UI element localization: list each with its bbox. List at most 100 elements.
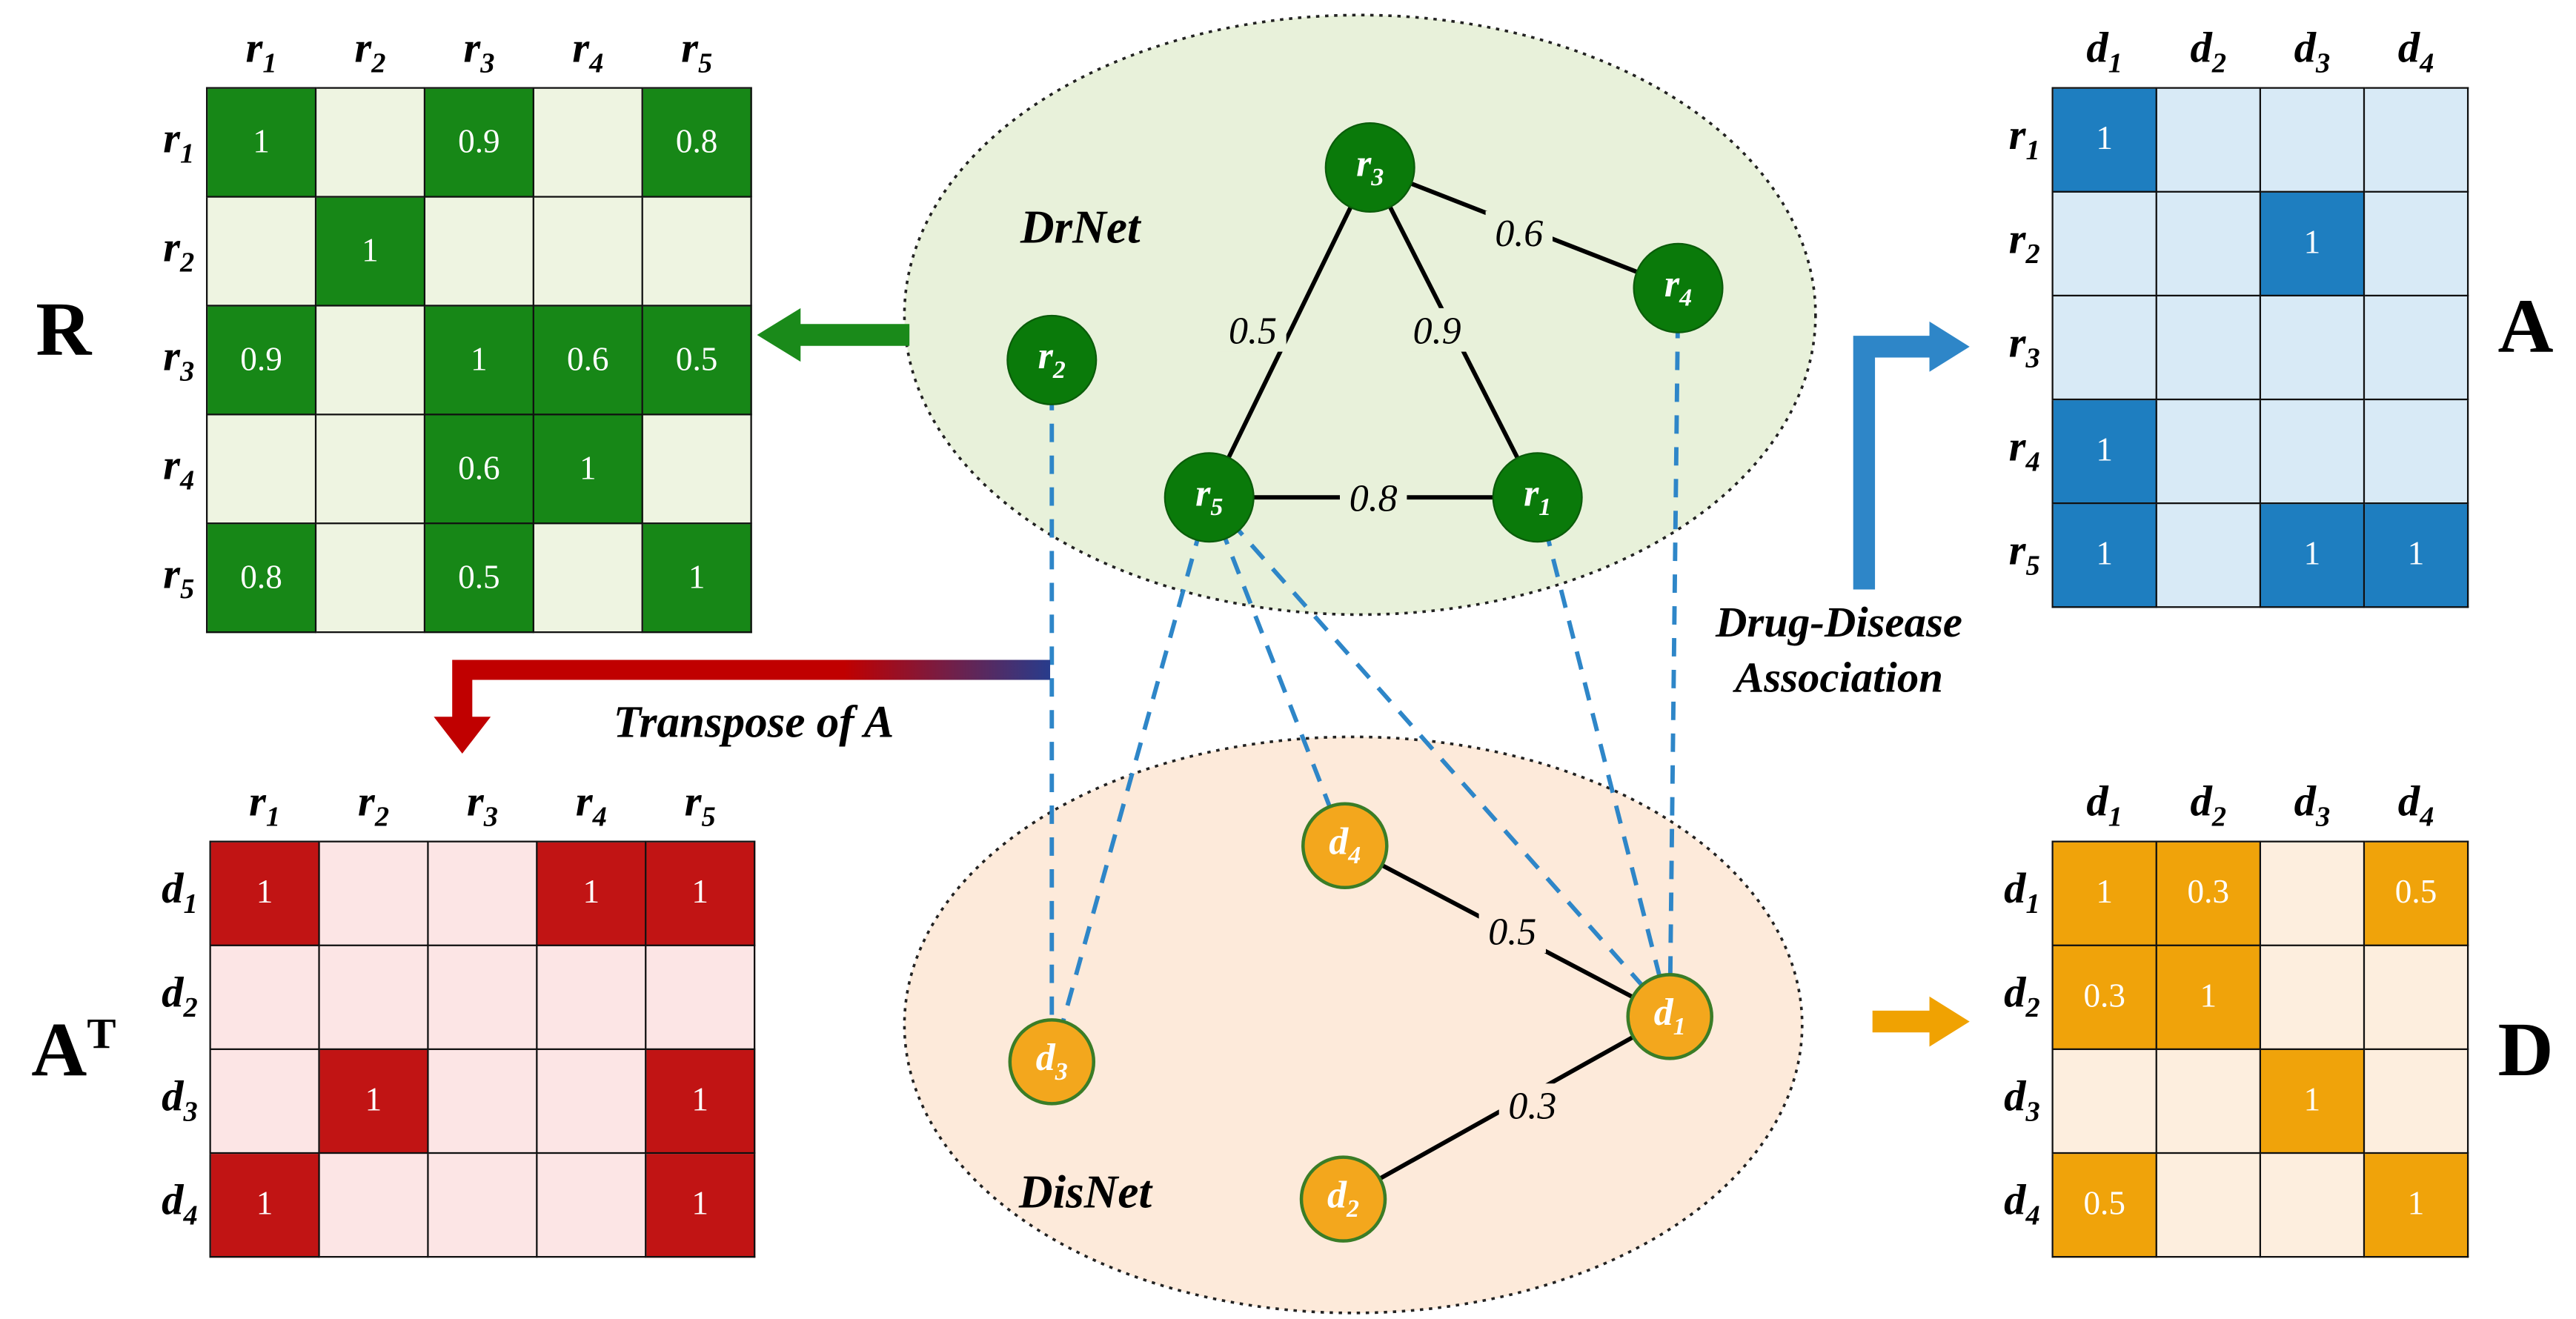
row-header-r5: r5 bbox=[163, 549, 195, 605]
cell-D-d2-d2: 1 bbox=[2155, 944, 2261, 1051]
row-header-r4: r4 bbox=[2008, 422, 2040, 479]
col-header-r5: r5 bbox=[684, 777, 716, 833]
disnet-ellipse bbox=[903, 735, 1804, 1315]
transpose-caption: Transpose of A bbox=[613, 697, 894, 747]
cell-R-r1-r4 bbox=[532, 87, 643, 198]
cell-A-r3-d3 bbox=[2259, 294, 2366, 401]
cell-A-r2-d4 bbox=[2363, 190, 2469, 297]
matrix-corner bbox=[1963, 771, 2053, 842]
matrix-A-symbol-text: A bbox=[2497, 282, 2554, 369]
col-header-d3: d3 bbox=[2294, 777, 2331, 833]
cell-AT-d3-r2: 1 bbox=[318, 1048, 429, 1154]
edge-weight-backdrop bbox=[1498, 1083, 1567, 1127]
node-d2: d2 bbox=[1299, 1155, 1387, 1243]
edge-weight-d4-d1: 0.5 bbox=[1488, 911, 1536, 954]
cell-D-d2-d1: 0.3 bbox=[2051, 944, 2157, 1051]
col-header-d4: d4 bbox=[2397, 23, 2434, 79]
row-header-r2: r2 bbox=[163, 222, 195, 279]
cell-A-r3-d2 bbox=[2155, 294, 2261, 401]
matrix-A-transpose-symbol: AT bbox=[4, 1005, 145, 1094]
col-header-d4: d4 bbox=[2397, 777, 2434, 833]
cell-D-d4-d4: 1 bbox=[2363, 1152, 2469, 1258]
node-r3: r3 bbox=[1324, 122, 1415, 213]
drnet-label: DrNet bbox=[1020, 202, 1141, 255]
cell-D-d3-d1 bbox=[2051, 1048, 2157, 1154]
col-header-r1: r1 bbox=[249, 777, 281, 833]
cell-D-d4-d2 bbox=[2155, 1152, 2261, 1258]
cell-A-r4-d4 bbox=[2363, 398, 2469, 505]
cell-D-d3-d4 bbox=[2363, 1048, 2469, 1154]
cell-R-r3-r2 bbox=[314, 305, 426, 416]
association-r1-d1 bbox=[1535, 496, 1673, 1017]
arrow-transpose-shaft bbox=[452, 660, 1051, 724]
cell-AT-d4-r2 bbox=[318, 1152, 429, 1258]
node-label-r5: r5 bbox=[1195, 471, 1224, 522]
arrow-transpose bbox=[434, 660, 1051, 754]
cell-R-r1-r1: 1 bbox=[205, 87, 317, 198]
cell-R-r4-r3: 0.6 bbox=[423, 413, 534, 525]
col-header-r5: r5 bbox=[681, 23, 713, 79]
cell-D-d3-d2 bbox=[2155, 1048, 2261, 1154]
arrow-to-matrix-A bbox=[1853, 321, 1970, 590]
node-label-d2: d2 bbox=[1327, 1173, 1359, 1223]
association-r5-d1 bbox=[1207, 496, 1672, 1018]
col-header-d2: d2 bbox=[2190, 777, 2227, 833]
cell-A-r2-d1 bbox=[2051, 190, 2157, 297]
cell-D-d4-d1: 0.5 bbox=[2051, 1152, 2157, 1258]
edge-weight-backdrop bbox=[1340, 475, 1407, 519]
cell-A-r3-d4 bbox=[2363, 294, 2469, 401]
edge-weight-backdrop bbox=[1219, 308, 1287, 352]
cell-R-r3-r3: 1 bbox=[423, 305, 534, 416]
cell-A-r1-d3 bbox=[2259, 87, 2366, 193]
row-header-r3: r3 bbox=[163, 331, 195, 388]
cell-A-r4-d2 bbox=[2155, 398, 2261, 505]
cell-R-r5-r2 bbox=[314, 522, 426, 634]
col-header-r3: r3 bbox=[466, 777, 498, 833]
cell-AT-d3-r4 bbox=[536, 1048, 647, 1154]
col-header-r4: r4 bbox=[572, 23, 604, 79]
cell-A-r2-d2 bbox=[2155, 190, 2261, 297]
col-header-d2: d2 bbox=[2190, 23, 2227, 79]
matrix-corner bbox=[1963, 17, 2053, 88]
cell-A-r4-d1: 1 bbox=[2051, 398, 2157, 505]
node-label-r3: r3 bbox=[1356, 142, 1384, 192]
cell-AT-d4-r4 bbox=[536, 1152, 647, 1258]
cell-AT-d2-r2 bbox=[318, 944, 429, 1051]
matrix-R-symbol-text: R bbox=[36, 286, 92, 372]
edge-weight-d1-d2: 0.3 bbox=[1508, 1086, 1556, 1128]
cell-AT-d3-r3 bbox=[427, 1048, 538, 1154]
cell-R-r2-r4 bbox=[532, 196, 643, 307]
association-caption-line2: Association bbox=[1735, 653, 1943, 702]
cell-D-d1-d3 bbox=[2259, 840, 2366, 946]
cell-A-r1-d2 bbox=[2155, 87, 2261, 193]
arrow-to-matrix-A-head bbox=[1929, 321, 1970, 372]
node-r4: r4 bbox=[1633, 242, 1724, 333]
col-header-r2: r2 bbox=[354, 23, 386, 79]
cell-R-r2-r5 bbox=[641, 196, 752, 307]
cell-R-r1-r3: 0.9 bbox=[423, 87, 534, 198]
cell-A-r3-d1 bbox=[2051, 294, 2157, 401]
cell-R-r1-r2 bbox=[314, 87, 426, 198]
node-r5: r5 bbox=[1163, 452, 1255, 543]
drnet-ellipse bbox=[903, 13, 1817, 617]
arrow-to-matrix-A-shaft bbox=[1853, 336, 1936, 590]
cell-D-d1-d4: 0.5 bbox=[2363, 840, 2469, 946]
cell-R-r5-r3: 0.5 bbox=[423, 522, 534, 634]
cell-A-r2-d3: 1 bbox=[2259, 190, 2366, 297]
cell-A-r1-d1: 1 bbox=[2051, 87, 2157, 193]
matrix-corner bbox=[121, 771, 210, 842]
row-header-r1: r1 bbox=[163, 113, 195, 170]
node-d1: d1 bbox=[1626, 973, 1713, 1060]
col-header-d1: d1 bbox=[2086, 23, 2122, 79]
disnet-label: DisNet bbox=[1018, 1167, 1152, 1220]
arrow-to-matrix-R bbox=[757, 308, 910, 362]
col-header-r2: r2 bbox=[357, 777, 390, 833]
cell-A-r1-d4 bbox=[2363, 87, 2469, 193]
node-label-d4: d4 bbox=[1329, 820, 1361, 870]
row-header-d3: d3 bbox=[162, 1072, 198, 1129]
association-r4-d1 bbox=[1667, 288, 1681, 1017]
edge-weight-r5-r1: 0.8 bbox=[1350, 477, 1398, 519]
